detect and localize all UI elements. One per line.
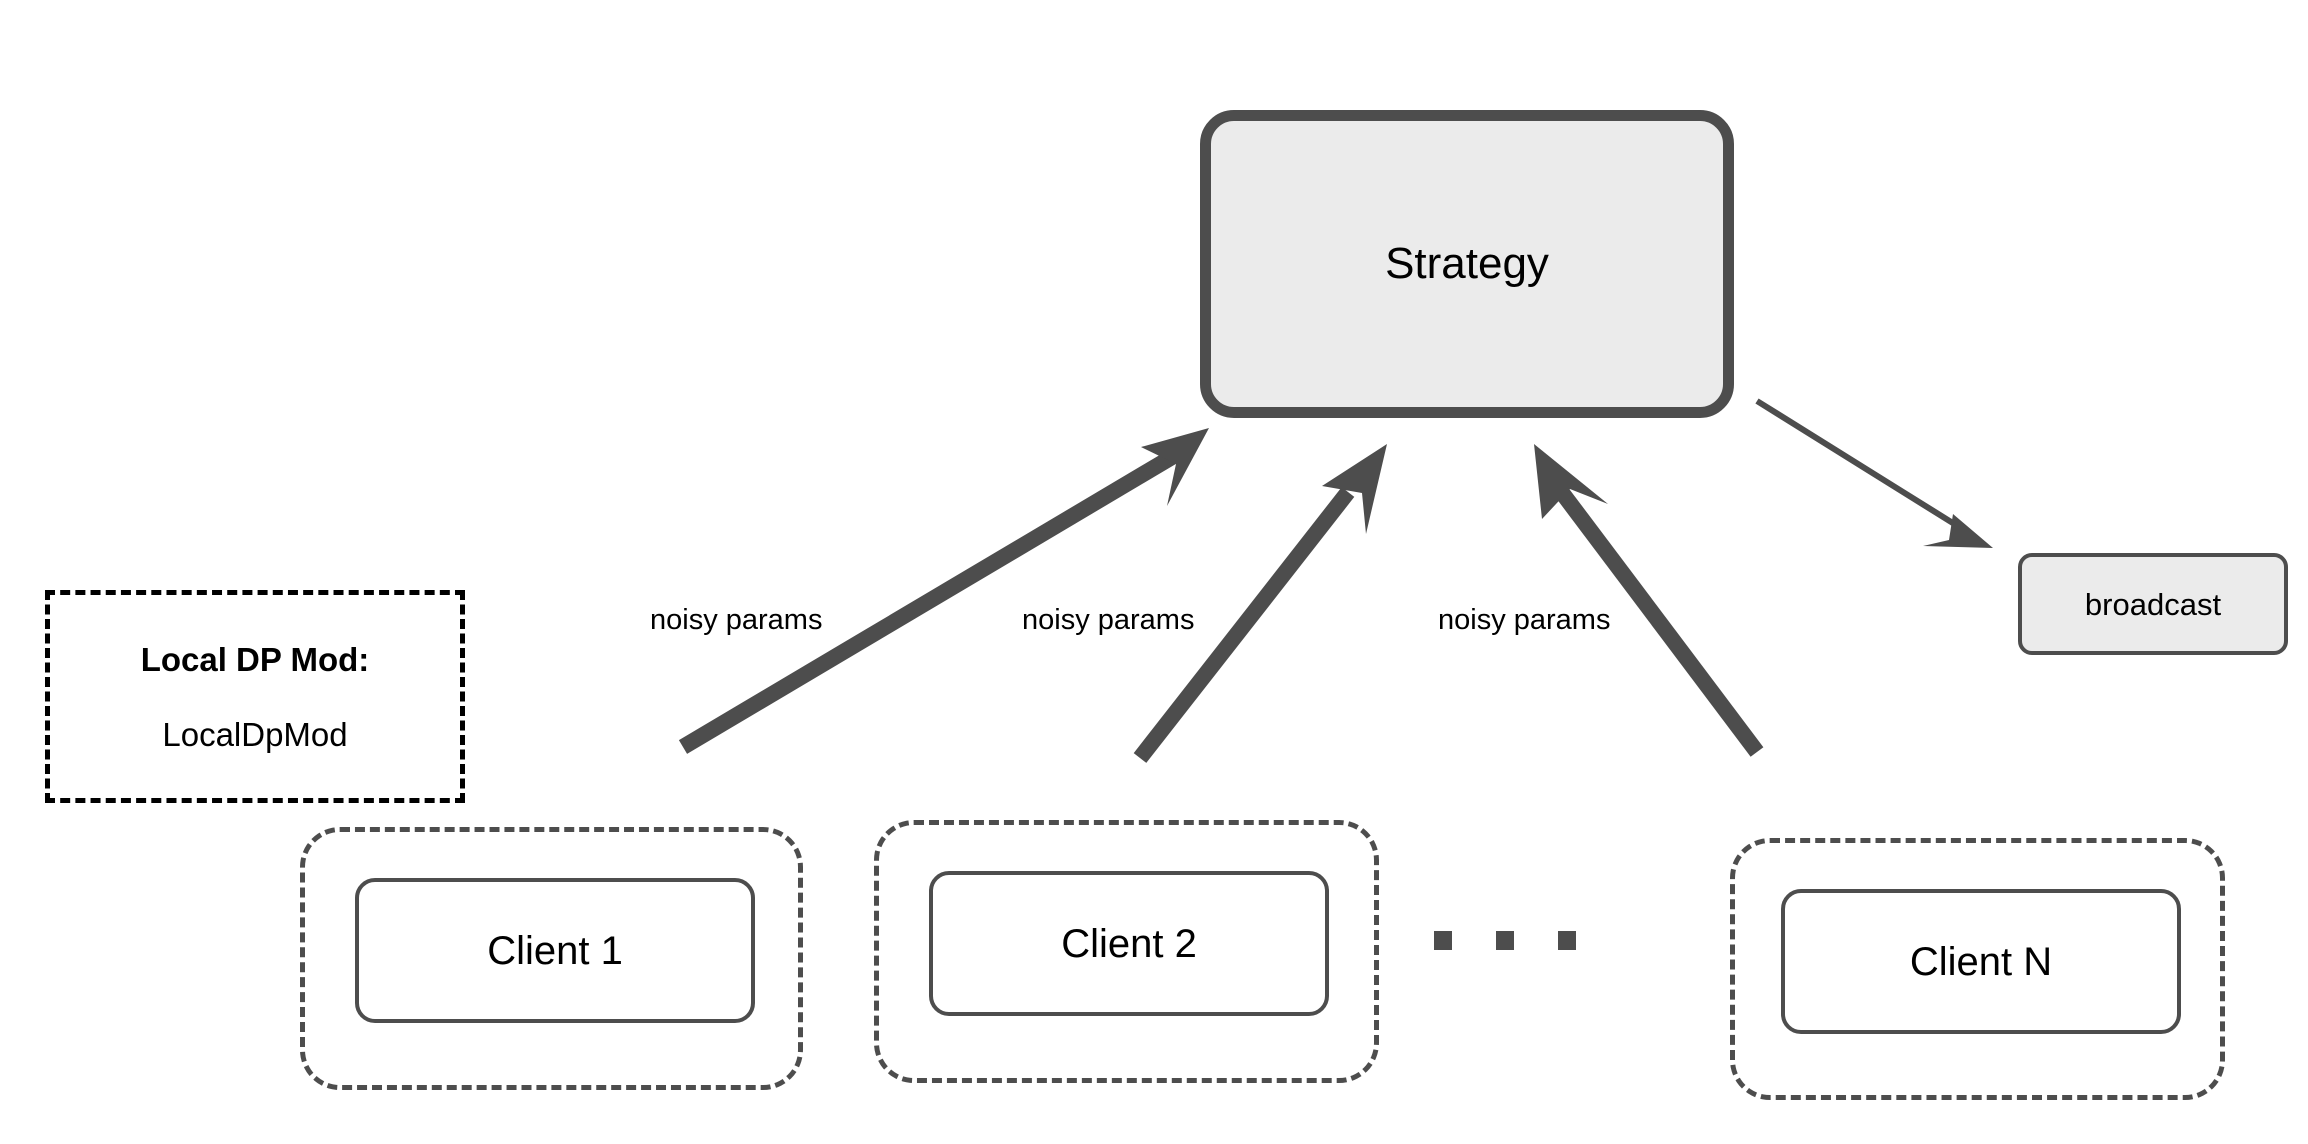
client-label-1: Client 1 bbox=[487, 928, 623, 973]
client-group-n[interactable]: Client N bbox=[1730, 838, 2225, 1100]
edge-strategy-to-broadcast bbox=[1755, 398, 1993, 548]
client-box-n[interactable]: Client N bbox=[1781, 889, 2181, 1034]
ellipsis-dot bbox=[1496, 930, 1514, 950]
client-group-1[interactable]: Client 1 bbox=[300, 827, 803, 1090]
node-broadcast-label: broadcast bbox=[2084, 586, 2222, 622]
node-broadcast[interactable]: broadcast bbox=[2018, 553, 2288, 655]
client-box-1[interactable]: Client 1 bbox=[355, 878, 755, 1023]
node-strategy[interactable]: Strategy bbox=[1200, 110, 1734, 418]
ellipsis-dot bbox=[1558, 930, 1576, 950]
annotation-title: Local DP Mod: bbox=[140, 640, 370, 678]
client-label-n: Client N bbox=[1909, 939, 2053, 984]
ellipsis-dot bbox=[1434, 930, 1452, 950]
client-group-2[interactable]: Client 2 bbox=[874, 820, 1379, 1083]
edge-client2-to-strategy bbox=[1133, 444, 1387, 763]
client-label-2: Client 2 bbox=[1061, 921, 1197, 966]
annotation-local-dp-mod: Local DP Mod: LocalDpMod bbox=[45, 590, 465, 803]
edge-label-client1: noisy params bbox=[646, 604, 827, 637]
edge-label-client2: noisy params bbox=[1018, 604, 1199, 637]
edge-label-clientn: noisy params bbox=[1434, 604, 1615, 637]
edge-client1-to-strategy bbox=[678, 428, 1209, 754]
node-strategy-label: Strategy bbox=[1385, 239, 1549, 288]
ellipsis-clients bbox=[1434, 930, 1576, 950]
client-box-2[interactable]: Client 2 bbox=[929, 871, 1329, 1016]
annotation-value: LocalDpMod bbox=[162, 715, 348, 753]
edge-clientn-to-strategy bbox=[1534, 444, 1764, 757]
